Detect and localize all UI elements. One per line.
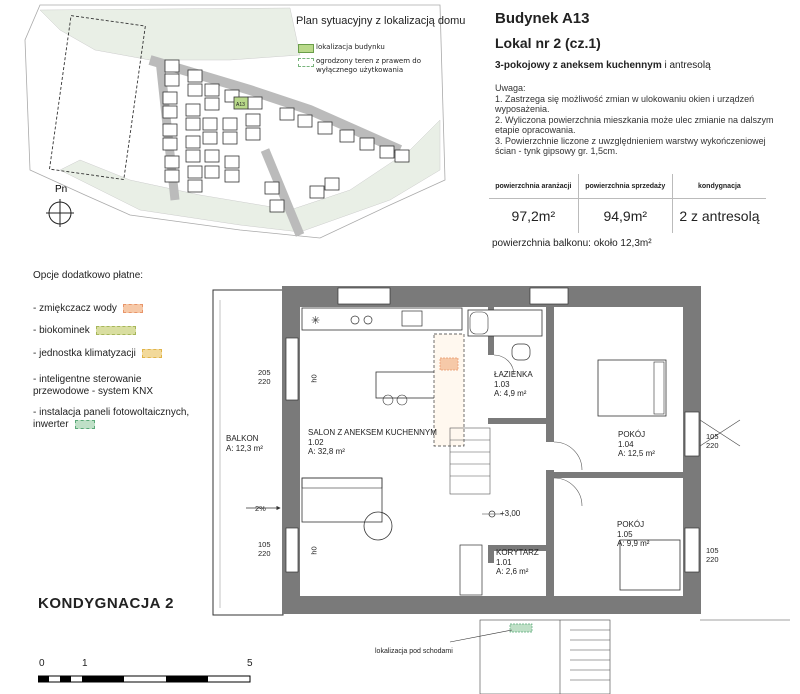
- stair-note: lokalizacja pod schodami: [375, 648, 453, 655]
- scale-label-5: 5: [247, 658, 253, 669]
- balcony-area: powierzchnia balkonu: około 12,3m²: [492, 238, 652, 249]
- option-biofireplace: - biokominek: [33, 325, 136, 337]
- sill-height-1: h0: [309, 374, 319, 383]
- room-name: ŁAZIENKA: [494, 370, 533, 379]
- unit-type-rest: i antresolą: [661, 60, 711, 71]
- dim-bottom: 220: [258, 377, 271, 386]
- option-label: - zmiękczacz wody: [33, 303, 117, 314]
- site-plan-map: A13 Pn: [24, 4, 446, 239]
- room-name: BALKON: [226, 434, 259, 443]
- room-corridor: KORYTARZ 1.01 A: 2,6 m²: [496, 548, 539, 577]
- option-water-softener: - zmiękczacz wody: [33, 303, 143, 315]
- room-area: A: 32,8 m²: [308, 447, 345, 456]
- room-bathroom: ŁAZIENKA 1.03 A: 4,9 m²: [494, 370, 533, 399]
- dim-top: 205: [258, 368, 271, 377]
- room-number: 1.04: [618, 439, 634, 449]
- scale-label-0: 0: [39, 658, 45, 669]
- room-number: 1.02: [308, 437, 324, 447]
- options-title: Opcje dodatkowo płatne:: [33, 270, 144, 281]
- legend-area-label: ogrodzony teren z prawem do wyłącznego u…: [316, 57, 421, 74]
- option-label: - biokominek: [33, 325, 90, 336]
- option-swatch: [122, 303, 143, 313]
- option-swatch: [74, 419, 95, 429]
- room-area: A: 12,5 m²: [618, 449, 655, 458]
- stats-value-floor: 2 z antresolą: [671, 198, 766, 233]
- dim-top: 105: [258, 540, 271, 549]
- stats-header-sales: powierzchnia sprzedaży: [577, 174, 673, 199]
- room-name: SALON Z ANEKSEM KUCHENNYM: [308, 428, 437, 437]
- option-swatch: [95, 325, 136, 335]
- unit-type-bold: 3-pokojowy z aneksem kuchennym: [495, 60, 662, 71]
- room-area: A: 12,3 m²: [226, 443, 263, 453]
- stats-value-sales: 94,9m²: [577, 198, 673, 233]
- option-label: - jednostka klimatyzacji: [33, 348, 136, 359]
- room-bedroom-1: POKÓJ 1.04 A: 12,5 m²: [618, 430, 655, 459]
- dim-bottom: 220: [258, 549, 271, 558]
- option-air-conditioning: - jednostka klimatyzacji: [33, 348, 162, 360]
- option-label: - instalacja paneli fotowoltaicznych, in…: [33, 407, 190, 430]
- building-title: Budynek A13: [495, 10, 590, 27]
- level-marker: +3,00: [500, 509, 521, 518]
- room-number: 1.05: [617, 529, 633, 539]
- room-bedroom-2: POKÓJ 1.05 A: 9,9 m²: [617, 520, 649, 549]
- dim-top: 105: [706, 546, 719, 555]
- unit-title: Lokal nr 2 (cz.1): [495, 35, 601, 51]
- legend-area-swatch: [298, 58, 314, 67]
- sill-height-2: h0: [309, 546, 319, 555]
- floor-label: KONDYGNACJA 2: [38, 595, 174, 612]
- room-name: POKÓJ: [618, 430, 646, 439]
- room-balcony: BALKON A: 12,3 m²: [226, 434, 263, 453]
- scale-bar: [38, 675, 251, 683]
- option-photovoltaics: - instalacja paneli fotowoltaicznych, in…: [33, 407, 213, 431]
- room-area: A: 9,9 m²: [617, 539, 650, 548]
- dim-bottom: 220: [706, 555, 719, 564]
- note-1: 1. Zastrzega się możliwość zmian w uloko…: [495, 93, 755, 115]
- unit-type: 3-pokojowy z aneksem kuchennym i antreso…: [495, 60, 711, 71]
- room-number: 1.03: [494, 379, 510, 389]
- room-name: KORYTARZ: [496, 548, 539, 557]
- notes-title: Uwaga:: [495, 83, 526, 93]
- slope-marker: 2%: [255, 504, 266, 513]
- highlight-label: A13: [236, 102, 245, 108]
- water-softener-marker: [439, 357, 459, 371]
- notes-block: Uwaga: 1. Zastrzega się możliwość zmian …: [495, 83, 785, 157]
- dim-top: 105: [706, 432, 719, 441]
- room-living-kitchen: SALON Z ANEKSEM KUCHENNYM 1.02 A: 32,8 m…: [308, 428, 437, 457]
- stats-header-arrangement: powierzchnia aranżacji: [489, 174, 579, 199]
- svg-text:✳: ✳: [311, 314, 320, 327]
- legend-building-swatch: [298, 44, 314, 53]
- area-stats-table: powierzchnia aranżacji powierzchnia sprz…: [489, 174, 766, 233]
- legend-building-label: lokalizacja budynku: [316, 43, 385, 51]
- option-knx: - inteligentne sterowanie przewodowe - s…: [33, 374, 154, 397]
- site-plan-title: Plan sytuacyjny z lokalizacją domu: [296, 15, 466, 27]
- room-area: A: 2,6 m²: [496, 567, 529, 576]
- highlighted-building: [233, 96, 249, 110]
- room-number: 1.01: [496, 557, 512, 567]
- stats-header-floor: kondygnacja: [671, 174, 766, 199]
- stats-value-arrangement: 97,2m²: [511, 208, 556, 224]
- option-swatch: [141, 348, 162, 358]
- note-2: 2. Wyliczona powierzchnia mieszkania moż…: [495, 114, 774, 136]
- scale-label-1: 1: [82, 658, 88, 669]
- note-3: 3. Powierzchnie liczone z uwzględnieniem…: [495, 135, 766, 157]
- room-name: POKÓJ: [617, 520, 645, 529]
- north-label: Pn: [55, 184, 67, 195]
- room-area: A: 4,9 m²: [494, 389, 527, 398]
- dim-bottom: 220: [706, 441, 719, 450]
- inverter-marker: [509, 623, 533, 633]
